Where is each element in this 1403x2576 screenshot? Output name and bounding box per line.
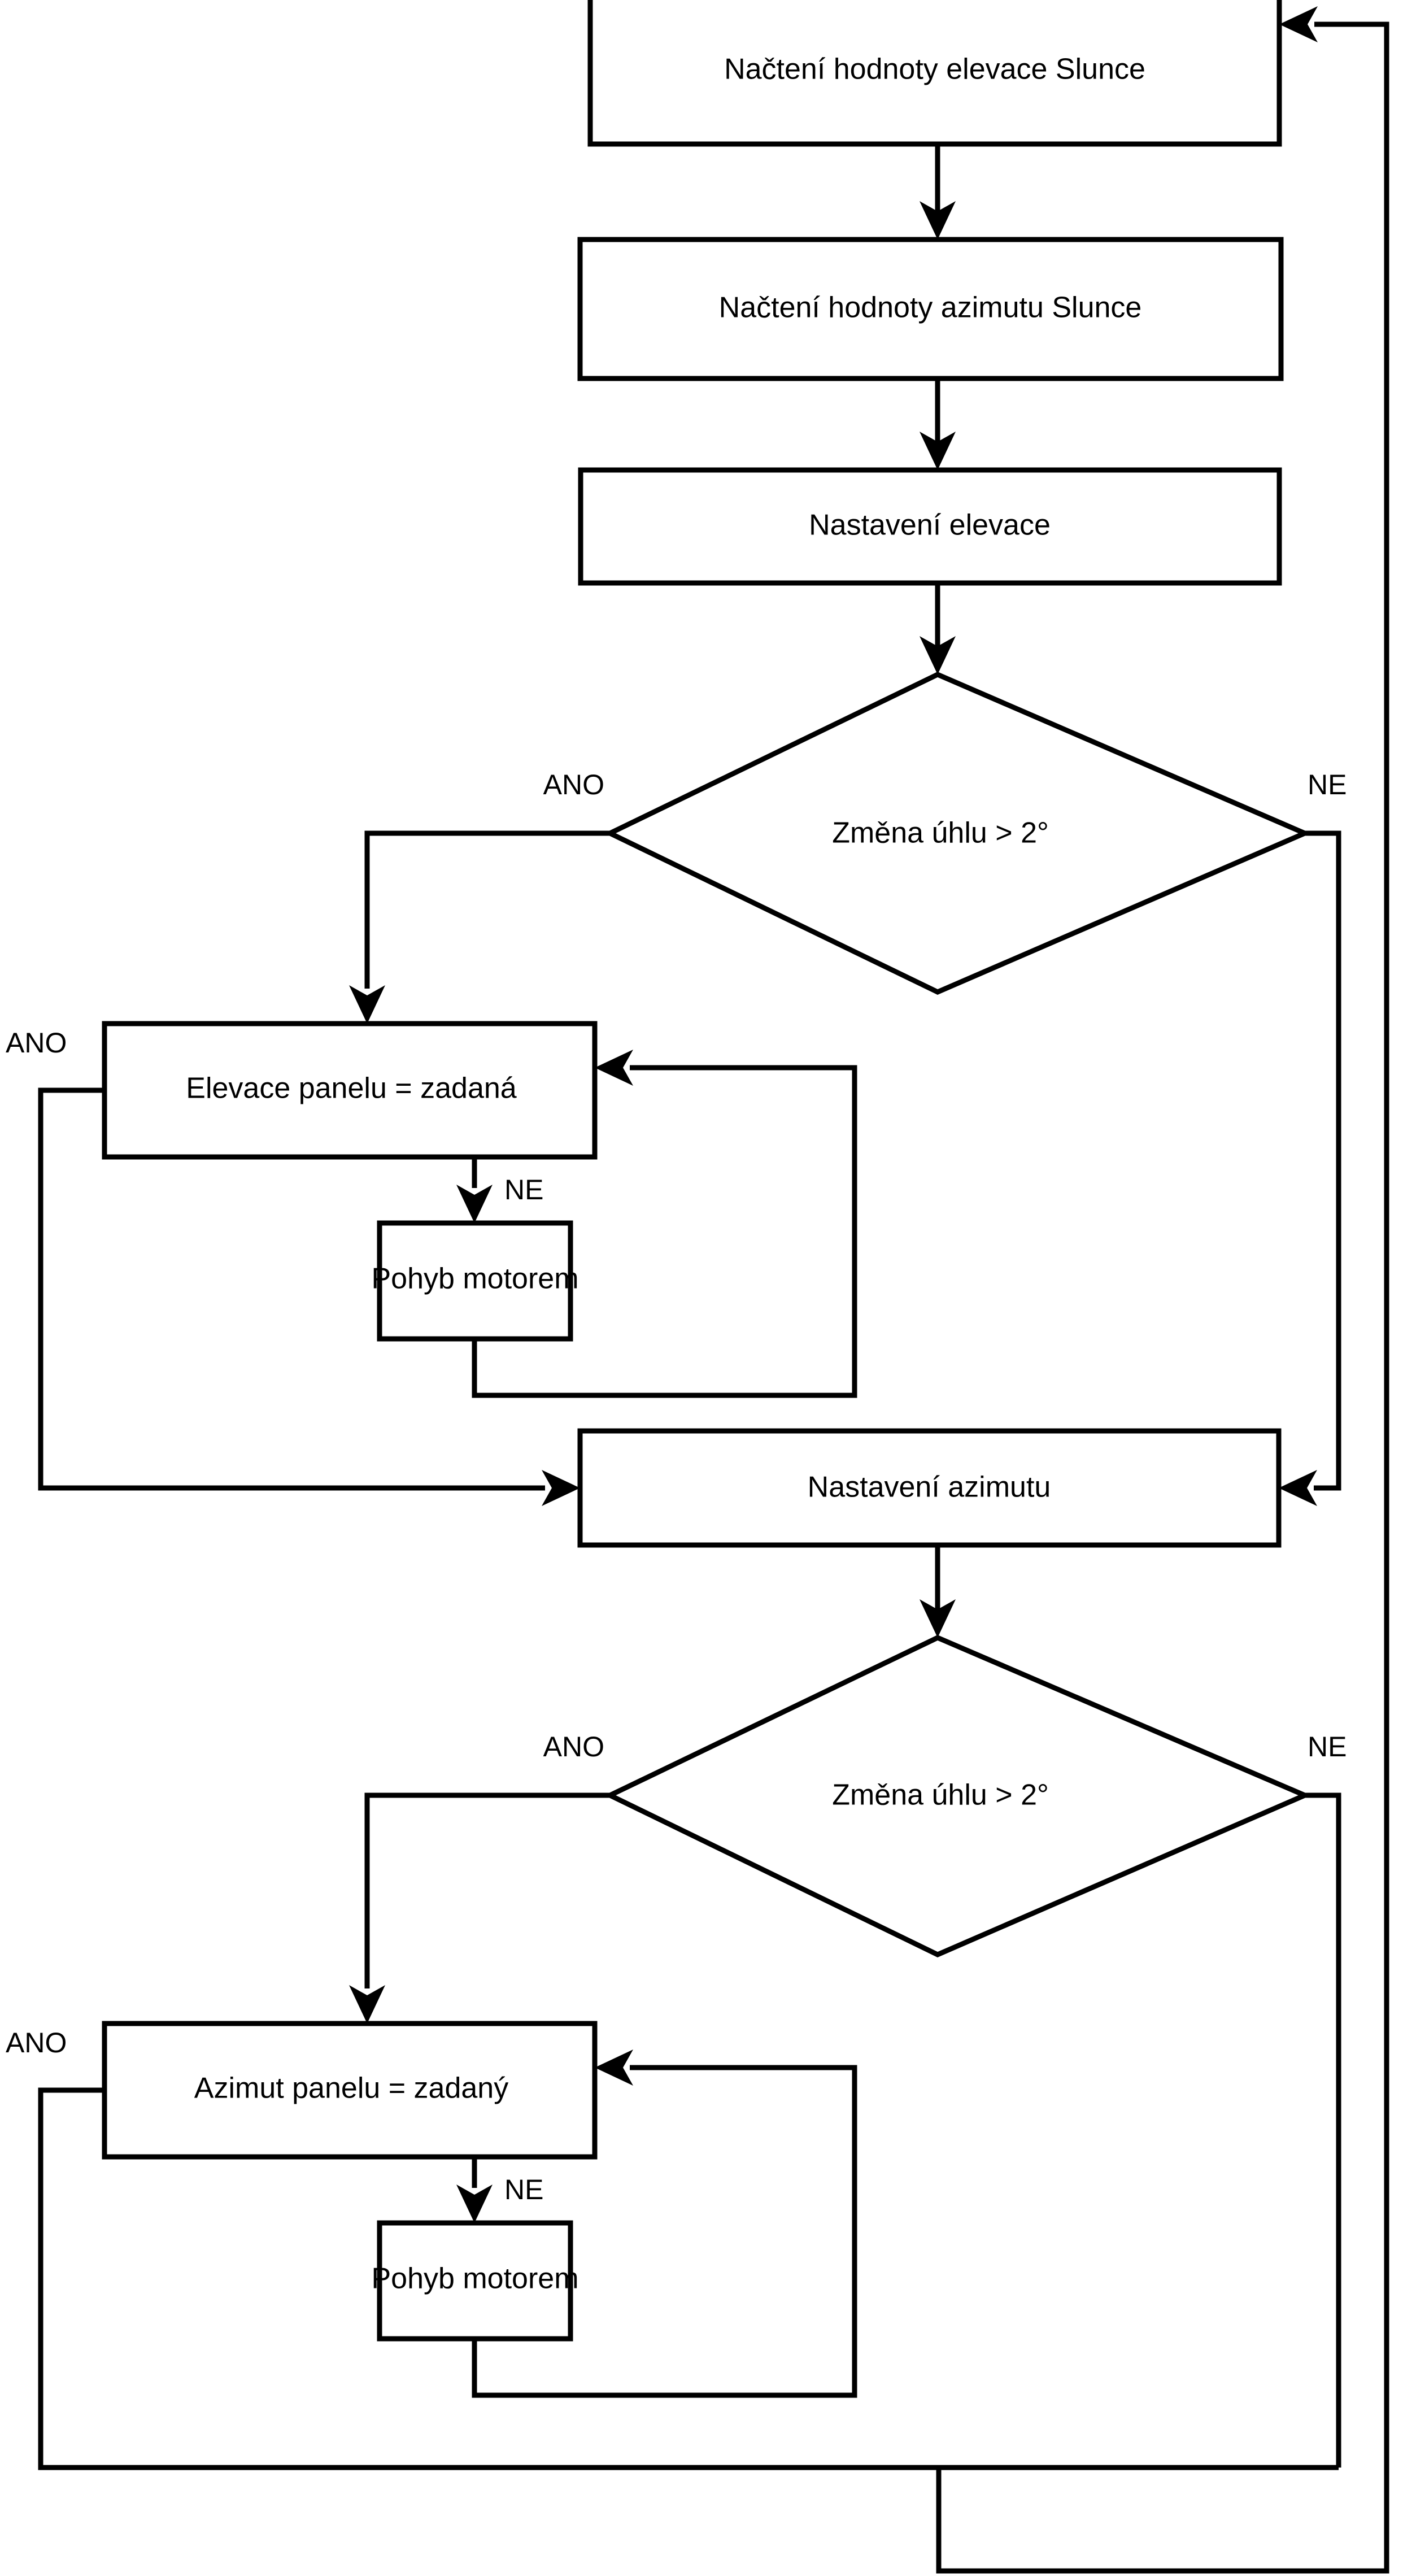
edge-label-panel-azim-yes: ANO — [6, 2027, 67, 2059]
node-read-azimuth[interactable]: Načtení hodnoty azimutu Slunce — [577, 237, 1284, 381]
node-motor-move-azimuth[interactable]: Pohyb motorem — [371, 2220, 579, 2342]
node-set-azimuth[interactable]: Nastavení azimutu — [577, 1428, 1282, 1548]
edge-panel-elev-yes — [38, 1087, 580, 1506]
edge-decision-azim-yes — [349, 1792, 610, 2024]
edge-label-panel-elev-yes: ANO — [6, 1027, 67, 1059]
edge-motor-elev-loop-back — [472, 1050, 857, 1398]
node-decision-elevation-label: Změna úhlu > 2° — [832, 817, 1049, 850]
node-read-elevation[interactable]: Načtení hodnoty elevace Slunce — [587, 0, 1282, 147]
edge-decision-azim-no — [1305, 1792, 1341, 2468]
node-motor-move-elevation[interactable]: Pohyb motorem — [371, 1220, 579, 1342]
node-read-azimuth-label: Načtení hodnoty azimutu Slunce — [719, 291, 1142, 324]
edge-return-to-start — [936, 6, 1389, 2574]
node-motor-move-azimuth-label: Pohyb motorem — [371, 2262, 578, 2295]
edge-read-azim-to-set-elev — [920, 378, 956, 470]
edge-set-azim-to-decision-azim — [920, 1545, 956, 1638]
edge-motor-azim-loop-back — [472, 2050, 857, 2398]
edge-panel-azim-yes — [38, 2087, 1339, 2470]
edge-label-decision-elev-yes: ANO — [543, 769, 604, 800]
edge-label-panel-elev-no: NE — [504, 1174, 543, 1206]
node-decision-elevation-change[interactable]: Změna úhlu > 2° — [604, 672, 1312, 995]
node-decision-azimuth-label: Změna úhlu > 2° — [832, 1779, 1049, 1812]
node-panel-elevation-target[interactable]: Elevace panelu = zadaná — [102, 1021, 598, 1160]
edge-panel-azim-no — [456, 2157, 493, 2223]
edge-label-decision-azim-no: NE — [1308, 1731, 1347, 1763]
edge-label-decision-elev-no: NE — [1308, 769, 1347, 800]
node-decision-azimuth-change[interactable]: Změna úhlu > 2° — [604, 1635, 1312, 1957]
edge-label-decision-azim-yes: ANO — [543, 1731, 604, 1763]
edge-decision-elev-no — [1279, 830, 1341, 1506]
node-motor-move-elevation-label: Pohyb motorem — [371, 1263, 578, 1295]
edge-read-elev-to-read-azim — [920, 144, 956, 240]
node-set-elevation[interactable]: Nastavení elevace — [578, 467, 1282, 586]
node-set-elevation-label: Nastavení elevace — [809, 509, 1051, 542]
edge-set-elev-to-decision-elev — [920, 583, 956, 675]
node-panel-azimuth-target[interactable]: Azimut panelu = zadaný — [102, 2021, 598, 2160]
node-read-elevation-label: Načtení hodnoty elevace Slunce — [724, 53, 1145, 86]
node-panel-azimuth-label: Azimut panelu = zadaný — [194, 2072, 508, 2105]
edge-label-panel-azim-no: NE — [504, 2174, 543, 2205]
edge-panel-elev-no — [456, 1157, 493, 1223]
edge-decision-elev-yes — [349, 830, 610, 1024]
node-set-azimuth-label: Nastavení azimutu — [808, 1471, 1051, 1504]
node-panel-elevation-label: Elevace panelu = zadaná — [186, 1072, 517, 1105]
